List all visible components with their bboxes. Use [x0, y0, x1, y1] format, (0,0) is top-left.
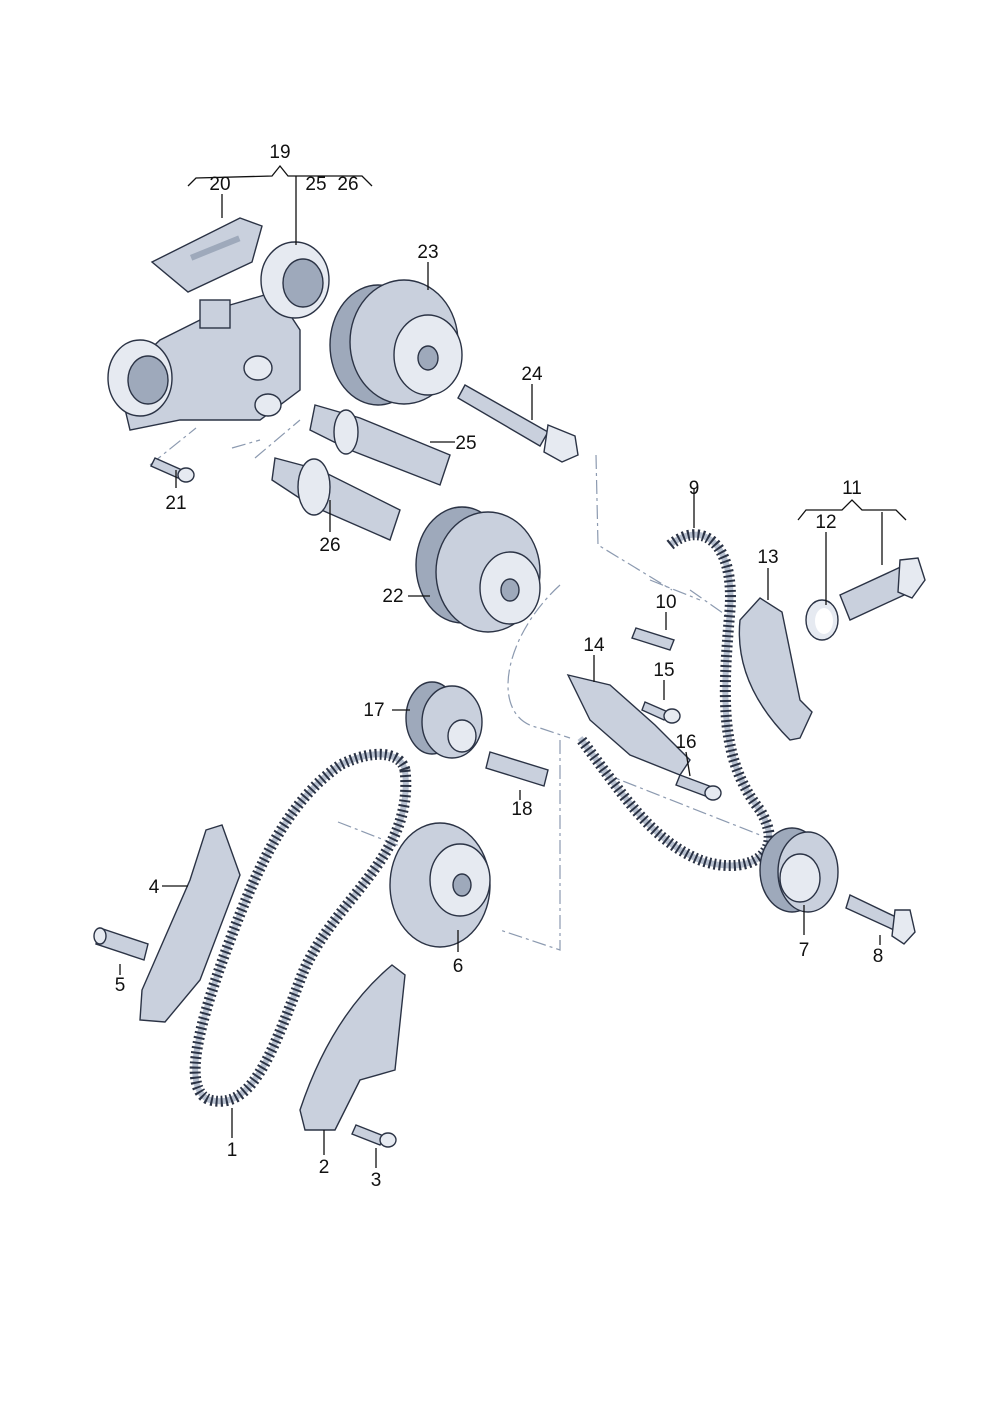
callout-7: 7: [799, 940, 810, 961]
seal-ring-part: [805, 599, 839, 641]
lower-timing-chain-part: [189, 748, 412, 1107]
callout-21: 21: [165, 493, 186, 514]
guide-rail-14-part: [566, 673, 691, 776]
shaft-18-part: [485, 751, 549, 787]
callout-25: 25: [455, 433, 476, 454]
chain-tensioner-part: [839, 557, 926, 621]
callout-2: 2: [319, 1157, 330, 1178]
callout-12: 12: [815, 512, 836, 533]
callout-23: 23: [417, 242, 438, 263]
sprocket-17-part: [405, 681, 483, 759]
callout-labels: 19 20 25 26 23 24 25 21 26 22 9 11 12 13…: [115, 142, 884, 1191]
callout-13: 13: [757, 547, 778, 568]
sprocket-7-part: [759, 827, 839, 913]
screw-15-part: [641, 701, 681, 724]
guide-pin-5-part: [93, 927, 149, 961]
callout-3: 3: [371, 1170, 382, 1191]
callout-19: 19: [269, 142, 290, 163]
callout-24: 24: [521, 364, 543, 385]
callout-11: 11: [842, 478, 862, 499]
callout-20: 20: [209, 174, 230, 195]
central-bolt-part: [457, 384, 579, 463]
callout-25-top: 25: [305, 174, 326, 195]
tensioner-rail-2-part: [299, 964, 406, 1131]
callout-15: 15: [653, 660, 674, 681]
bolt-8-part: [845, 894, 916, 945]
control-valve-lower-part: [271, 457, 401, 541]
camshaft-housing-part: [107, 241, 330, 431]
guide-pin-10-part: [631, 627, 675, 651]
callout-14: 14: [583, 635, 605, 656]
callout-9: 9: [689, 478, 700, 499]
leader-lines: [119, 164, 907, 1168]
callout-6: 6: [453, 956, 464, 977]
callout-26: 26: [319, 535, 340, 556]
callout-16: 16: [675, 732, 696, 753]
callout-17: 17: [363, 700, 384, 721]
camshaft-adjuster-upper-part: [329, 279, 463, 406]
guide-pin-16-part: [675, 774, 722, 801]
callout-8: 8: [873, 946, 884, 967]
callout-26-top: 26: [337, 174, 358, 195]
guide-rail-4-part: [139, 824, 241, 1023]
callout-1: 1: [227, 1140, 238, 1161]
tensioner-rail-upper-part: [738, 597, 813, 741]
callout-4: 4: [149, 877, 160, 898]
screw-3-part: [351, 1124, 397, 1148]
callout-18: 18: [511, 799, 532, 820]
sprocket-6-part: [389, 822, 491, 948]
assembly-centerlines: [149, 419, 761, 951]
callout-22: 22: [382, 586, 403, 607]
upper-timing-chain-part: [575, 529, 775, 872]
callout-10: 10: [655, 592, 676, 613]
callout-5: 5: [115, 975, 126, 996]
control-valve-upper-part: [309, 404, 451, 486]
camshaft-adjuster-lower-part: [415, 506, 541, 633]
upper-chain-guide-part: [150, 217, 263, 293]
housing-screw-part: [150, 457, 195, 483]
